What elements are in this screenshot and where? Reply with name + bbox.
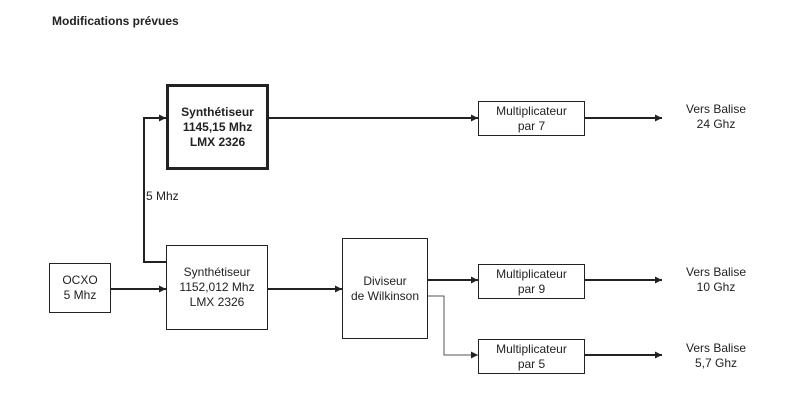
synthesizer-top-block: Synthétiseur 1145,15 Mhz LMX 2326	[166, 84, 269, 170]
multiplier-5-block: Multiplicateur par 5	[478, 339, 585, 374]
wire-ref-to-synth-top	[143, 114, 166, 263]
reference-5mhz-label: 5 Mhz	[146, 189, 179, 203]
output-10ghz-label: Vers Balise 10 Ghz	[685, 265, 747, 294]
output-5-7ghz-label: Vers Balise 5,7 Ghz	[685, 341, 747, 370]
output-24ghz-label: Vers Balise 24 Ghz	[685, 102, 747, 131]
wilkinson-divider-block: Diviseur de Wilkinson	[342, 238, 428, 339]
diagram-title: Modifications prévues	[52, 14, 179, 28]
synthesizer-main-block: Synthétiseur 1152,012 Mhz LMX 2326	[166, 245, 268, 330]
wire-divider-to-mult5	[428, 295, 478, 359]
multiplier-9-block: Multiplicateur par 9	[478, 264, 585, 299]
multiplier-7-block: Multiplicateur par 7	[478, 101, 585, 136]
ocxo-block: OCXO 5 Mhz	[49, 263, 111, 313]
